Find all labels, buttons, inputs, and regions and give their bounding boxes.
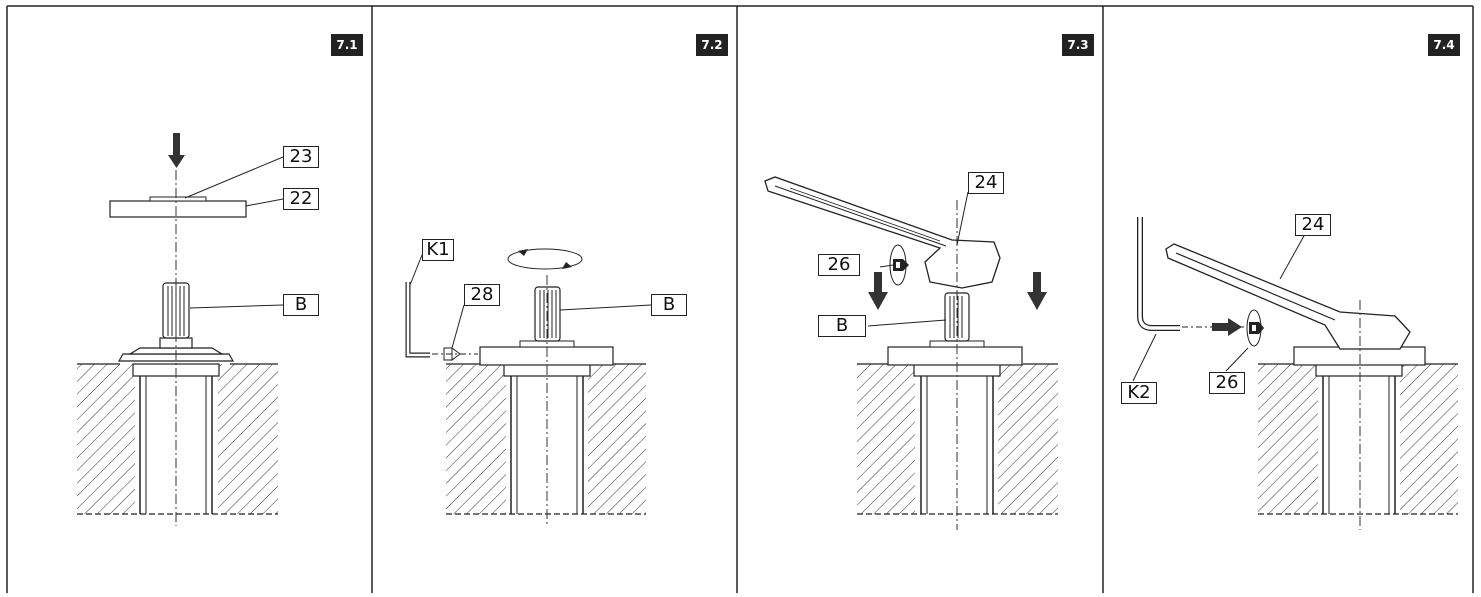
callout-28: 28 <box>464 284 500 306</box>
callout-22: 22 <box>283 188 319 210</box>
step-badge-7-2: 7.2 <box>696 34 728 56</box>
panel-7-3-drawing <box>764 176 1058 530</box>
step-badge-7-1: 7.1 <box>331 34 363 56</box>
panel-frame <box>6 5 1474 593</box>
callout-b: B <box>283 294 319 316</box>
callout-k2: K2 <box>1121 382 1157 404</box>
callout-b: B <box>818 315 866 337</box>
step-badge-7-3: 7.3 <box>1062 34 1094 56</box>
panel-7-1-drawing <box>77 133 284 526</box>
step-badge-7-4: 7.4 <box>1428 34 1460 56</box>
callout-b: B <box>651 294 687 316</box>
callout-23: 23 <box>283 146 319 168</box>
panel-7-2-drawing <box>405 248 652 526</box>
panel-7-4-drawing <box>1132 217 1458 530</box>
callout-26: 26 <box>1209 372 1245 394</box>
callout-24: 24 <box>1295 214 1331 236</box>
callout-26: 26 <box>818 254 860 276</box>
callout-24: 24 <box>968 172 1004 194</box>
callout-k1: K1 <box>422 239 454 261</box>
